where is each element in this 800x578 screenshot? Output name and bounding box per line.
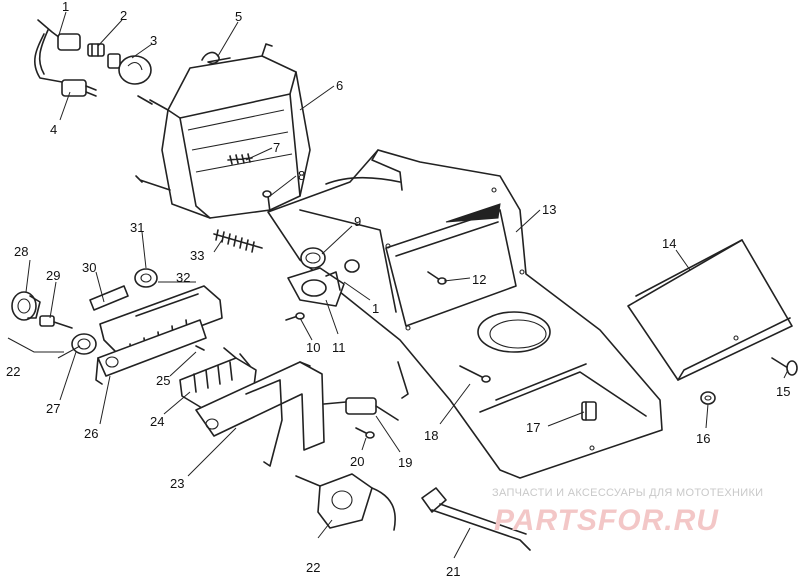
callout-29: 29 [46,268,60,283]
callout-21: 21 [446,564,460,578]
screw-18 [459,365,491,383]
callout-numbers: 1 2 3 4 5 6 7 8 9 10 11 1 12 13 14 15 16… [6,0,790,578]
callout-12: 12 [472,272,486,287]
bulb [107,53,152,85]
callout-18: 18 [424,428,438,443]
callout-13: 13 [542,202,556,217]
callout-1: 1 [62,0,69,14]
callout-22-left: 22 [6,364,20,379]
callout-4: 4 [50,122,57,137]
callout-5: 5 [235,9,242,24]
cover-panel-14 [627,239,793,381]
callout-30: 30 [82,260,96,275]
callout-22-lower: 22 [306,560,320,575]
key-29 [39,315,73,329]
socket-part [87,43,105,57]
callout-6: 6 [336,78,343,93]
knob-28 [11,291,41,321]
hood-console [267,149,663,479]
callout-23: 23 [170,476,184,491]
bracket-23 [195,361,325,467]
leader-lines [7,11,789,559]
watermark-tagline: ЗАПЧАСТИ И АКСЕССУАРЫ ДЛЯ МОТОТЕХНИКИ [492,487,763,499]
callout-20: 20 [350,454,364,469]
screw-8 [262,190,272,213]
fastener-15 [771,357,798,376]
callout-32: 32 [176,270,190,285]
clip-17 [581,401,597,451]
adjust-spring-7 [227,153,253,165]
watermark-brand: PARTSFOR.RU [494,504,719,537]
panel-26 [95,319,207,385]
callout-27: 27 [46,401,60,416]
callout-33: 33 [190,248,204,263]
callout-15: 15 [776,384,790,399]
callout-19: 19 [398,455,412,470]
callout-28: 28 [14,244,28,259]
callout-7: 7 [273,140,280,155]
callout-26: 26 [84,426,98,441]
adjust-spring-33 [213,229,263,253]
callout-24: 24 [150,414,164,429]
callout-10: 10 [306,340,320,355]
callout-8: 8 [298,168,305,183]
callout-3: 3 [150,33,157,48]
callout-31: 31 [130,220,144,235]
screw-10 [285,312,305,321]
wire-harness-connector [33,19,81,83]
spring-clip [201,51,231,65]
gasket-30 [89,285,129,311]
mount-plate-11 [287,267,345,307]
harness-21 [421,487,531,551]
grommet-31 [134,268,158,288]
grommet-9 [300,247,360,273]
headlight-housing [135,43,311,219]
callout-25: 25 [156,373,170,388]
callout-17: 17 [526,420,540,435]
callout-1-second: 1 [372,301,379,316]
connector-plug [61,79,97,97]
callout-2: 2 [120,8,127,23]
callout-11: 11 [332,340,346,355]
watermark: ЗАПЧАСТИ И АКСЕССУАРЫ ДЛЯ МОТОТЕХНИКИ PA… [492,487,763,537]
screw-20 [355,427,375,439]
taillight-22 [295,473,396,531]
callout-16: 16 [696,431,710,446]
plug-19 [323,397,399,421]
callout-14: 14 [662,236,676,251]
grommet-27 [71,333,97,355]
grommet-16 [700,391,716,405]
callout-9: 9 [354,214,361,229]
pin-25 [195,345,205,351]
